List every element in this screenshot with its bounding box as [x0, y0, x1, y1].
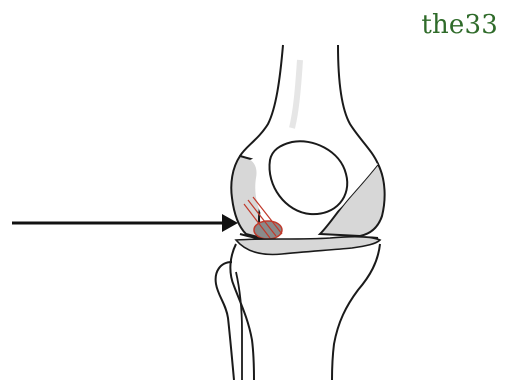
femur-shaft — [240, 45, 283, 156]
tibial-plateau-cartilage — [236, 237, 380, 255]
femur-shading-line — [292, 60, 300, 128]
tibia-outline-right — [332, 244, 380, 380]
fibula-inner — [236, 272, 242, 380]
femur-shaft-right — [338, 45, 378, 164]
